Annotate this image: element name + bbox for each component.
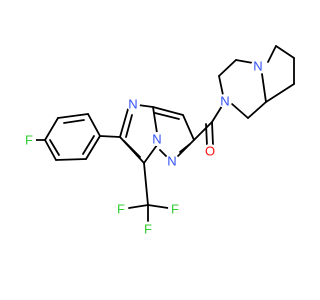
bond	[211, 121, 214, 146]
atom-label: N	[253, 59, 262, 74]
bond	[154, 112, 180, 120]
bond	[87, 113, 101, 137]
bond	[99, 135, 121, 138]
atom-label-layer: F N N N N N O F	[22, 59, 265, 237]
bond	[63, 119, 85, 124]
bond	[211, 105, 223, 123]
bond	[123, 140, 141, 158]
bond	[267, 45, 277, 63]
bond	[159, 149, 168, 158]
bond	[218, 75, 224, 96]
bond	[85, 135, 101, 160]
atom-O-carbonyl: O	[203, 144, 217, 159]
atom-label: N	[167, 154, 176, 169]
atom-label: F	[25, 133, 33, 148]
atom-N-pyrrolidine: N	[251, 59, 265, 74]
bond	[193, 121, 213, 141]
bond	[152, 106, 158, 134]
bond	[119, 108, 129, 138]
bond	[125, 114, 133, 138]
bond	[235, 59, 254, 64]
bond	[82, 135, 95, 155]
bond	[137, 104, 154, 108]
atom-F-para: F	[22, 133, 36, 148]
atom-F-cf3-left: F	[114, 202, 128, 217]
structure-diagram: F N N N N N O F	[22, 45, 295, 237]
bond	[49, 139, 60, 156]
atom-label: N	[152, 132, 161, 147]
bond	[152, 106, 184, 116]
bond	[57, 113, 89, 119]
atom-label: F	[171, 202, 179, 217]
bond	[128, 204, 149, 209]
bond	[143, 144, 158, 164]
bond	[265, 83, 295, 103]
atom-label: N	[128, 97, 137, 112]
atom-F-cf3-right: F	[168, 202, 182, 217]
atom-F-cf3-top: F	[141, 222, 155, 237]
bond	[205, 123, 208, 146]
atom-label: O	[205, 144, 215, 159]
bond	[261, 73, 267, 103]
atom-label: F	[117, 202, 125, 217]
atom-N-pyrimidine: N	[126, 97, 140, 112]
bond	[44, 139, 57, 161]
atom-N-amide: N	[218, 94, 232, 109]
bond	[179, 143, 191, 153]
bond	[147, 204, 169, 209]
bond-layer	[34, 45, 295, 222]
bond	[231, 103, 249, 119]
molecule-drawing: F N N N N N O F	[22, 45, 295, 237]
bond	[247, 101, 267, 119]
bond	[275, 45, 295, 59]
bond	[218, 59, 237, 77]
atom-N-pyrazole: N	[165, 154, 179, 169]
bond	[182, 114, 195, 141]
bond	[55, 158, 87, 161]
atom-label: N	[220, 94, 229, 109]
atom-N-bridgehead: N	[150, 132, 164, 147]
bond	[143, 162, 149, 206]
bond	[44, 117, 59, 141]
atom-label: F	[144, 222, 152, 237]
